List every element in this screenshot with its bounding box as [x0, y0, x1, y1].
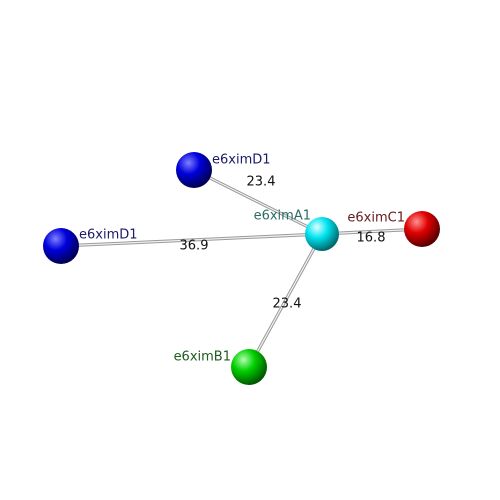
- atom-label-d1a: e6ximD1: [212, 153, 271, 168]
- edge-distance-label: 16.8: [357, 231, 386, 246]
- atom-label-a1: e6ximA1: [254, 209, 311, 224]
- atom-label-b1: e6ximB1: [174, 350, 231, 365]
- edge-highlight: [193, 169, 323, 235]
- atom-sphere-d1b: [43, 228, 79, 264]
- atom-label-c1: e6ximC1: [347, 211, 405, 226]
- atom-label-d1b: e6ximD1: [79, 228, 138, 243]
- edges-layer: [59, 168, 424, 369]
- edge-highlight: [60, 233, 323, 247]
- labels-layer: 23.4 36.9 16.8 23.4 e6ximD1 e6ximD1 e6ximA1 e6x…: [79, 153, 405, 365]
- edge-distance-label: 36.9: [180, 239, 209, 254]
- edge-distance-label: 23.4: [247, 175, 276, 190]
- edge-highlight: [248, 233, 323, 368]
- atom-sphere-c1: [404, 211, 440, 247]
- atom-sphere-b1: [231, 349, 267, 385]
- edge-distance-label: 23.4: [273, 297, 302, 312]
- atom-sphere-d1a: [176, 152, 212, 188]
- nodes-layer: [43, 152, 440, 385]
- atom-sphere-a1: [305, 217, 339, 251]
